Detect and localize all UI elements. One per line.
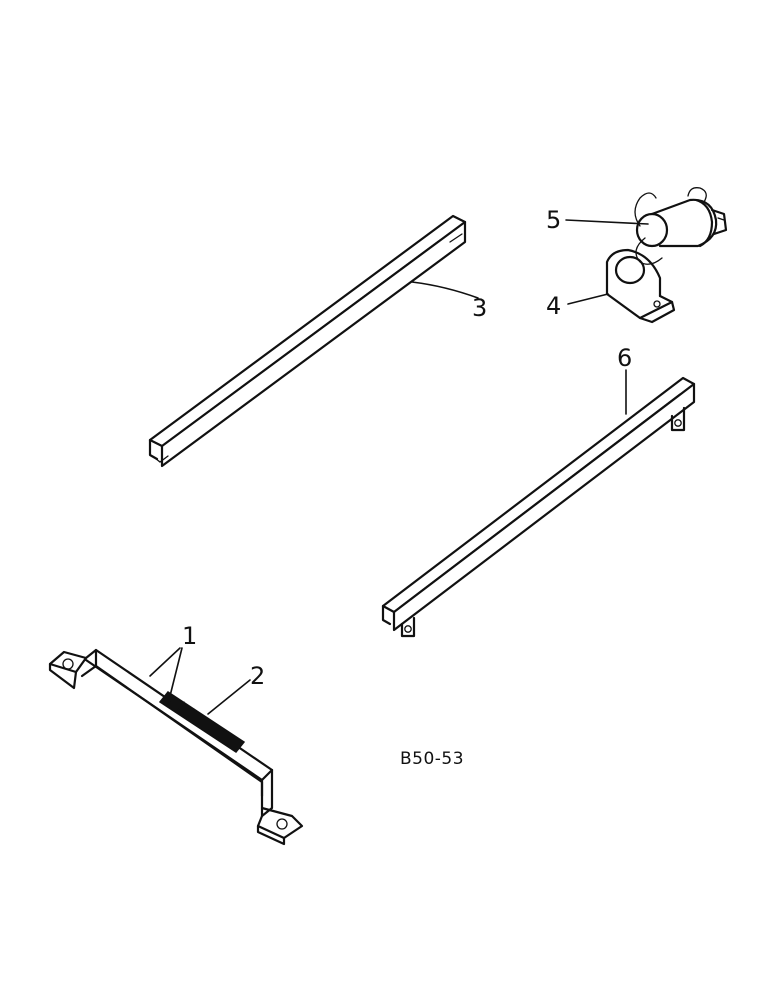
leader-4	[567, 293, 609, 305]
callout-3: 3	[472, 294, 487, 322]
part-5-socket	[634, 187, 728, 265]
part-2-grip	[158, 690, 246, 754]
callout-2: 2	[250, 662, 265, 690]
part-1-cranked-bar	[48, 648, 304, 846]
part-4-bracket	[605, 248, 676, 324]
leader-5	[565, 219, 649, 225]
leader-1b	[169, 647, 183, 697]
leader-1a	[149, 647, 181, 677]
callout-4: 4	[546, 292, 561, 320]
part-6-channel-rail	[381, 376, 696, 638]
part-3-channel-rail	[148, 214, 467, 468]
leader-lines	[149, 219, 649, 715]
leader-2	[207, 679, 251, 715]
leader-3	[411, 281, 479, 299]
drawing-code: B50-53	[400, 749, 464, 769]
callout-1: 1	[182, 622, 197, 650]
callout-5: 5	[546, 206, 561, 234]
callout-6: 6	[617, 344, 632, 372]
